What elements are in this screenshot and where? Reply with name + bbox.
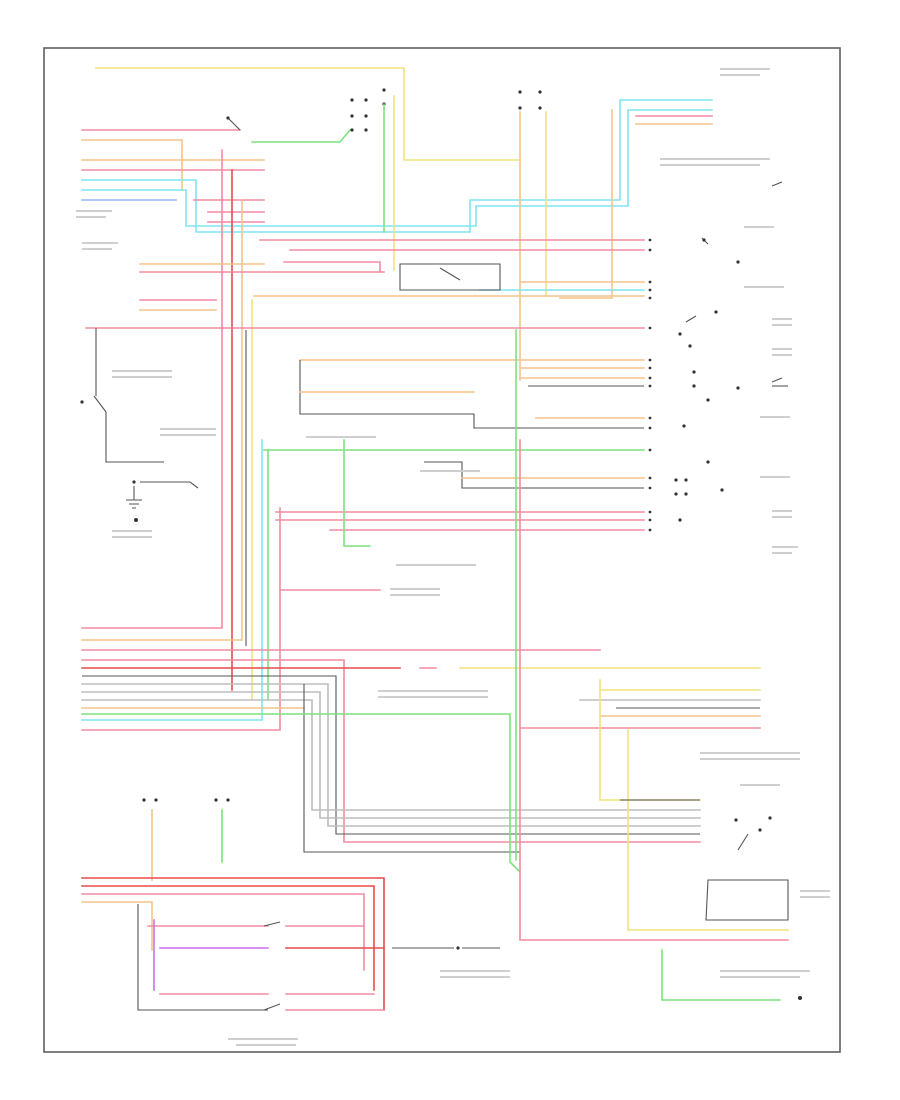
- connector-cluster-top: [350, 88, 386, 132]
- lower-bundle: [81, 329, 802, 1001]
- connector-cluster-center: [518, 90, 542, 110]
- faint-labels: [76, 68, 830, 1046]
- top-left-wiring: [81, 67, 713, 381]
- diagram-frame: [43, 47, 841, 1053]
- left-vertical-bus: [81, 149, 281, 731]
- mid-wiring: [85, 239, 645, 591]
- relay-contacts: [674, 181, 788, 522]
- left-switch-ground: [80, 328, 199, 522]
- right-connector-pins: [648, 238, 652, 532]
- bottom-left-wiring: [81, 798, 500, 1011]
